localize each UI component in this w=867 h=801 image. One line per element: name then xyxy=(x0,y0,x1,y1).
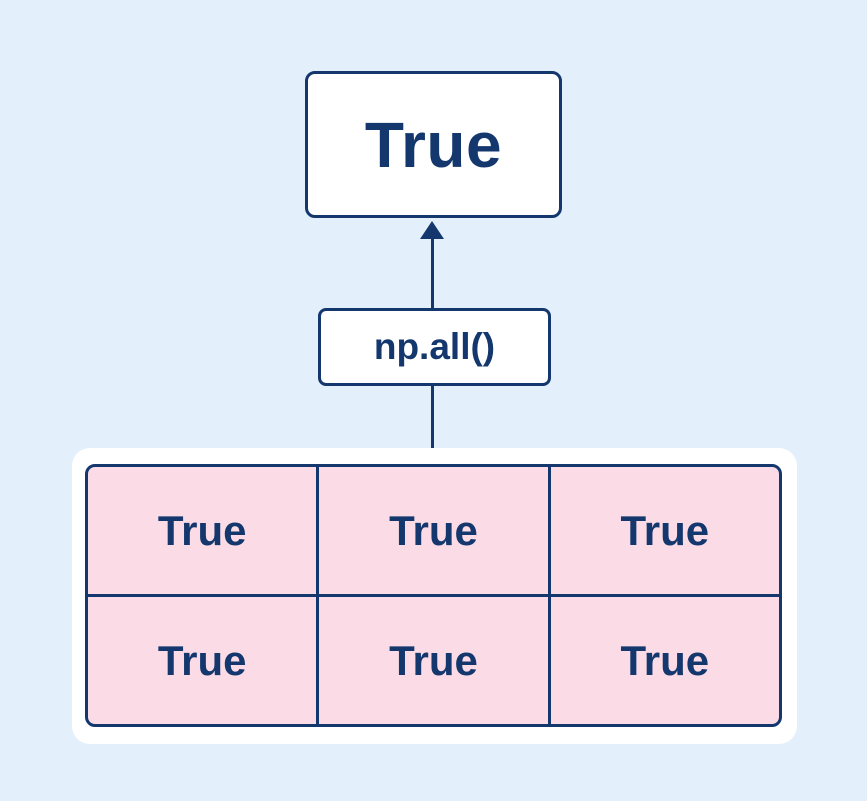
up-arrow-icon xyxy=(420,221,444,239)
array-cell-value: True xyxy=(620,506,710,554)
result-label: True xyxy=(364,108,503,181)
array-cell-value: True xyxy=(389,506,478,554)
array-cell: True xyxy=(88,467,317,594)
array-cell: True xyxy=(550,467,779,594)
array-grid: True True True True True True xyxy=(85,464,782,727)
function-node: np.all() xyxy=(318,308,551,386)
array-cell: True xyxy=(550,597,779,724)
array-cell: True xyxy=(319,597,548,724)
array-cell-value: True xyxy=(620,636,710,684)
result-node: True xyxy=(305,71,562,218)
function-label: np.all() xyxy=(373,326,496,367)
connector-line-lower xyxy=(431,384,434,468)
array-cell-value: True xyxy=(157,636,247,684)
array-cell-value: True xyxy=(389,636,478,684)
array-cell: True xyxy=(319,467,548,594)
array-cell: True xyxy=(88,597,317,724)
array-cell-value: True xyxy=(157,506,247,554)
connector-line-upper xyxy=(431,234,434,310)
